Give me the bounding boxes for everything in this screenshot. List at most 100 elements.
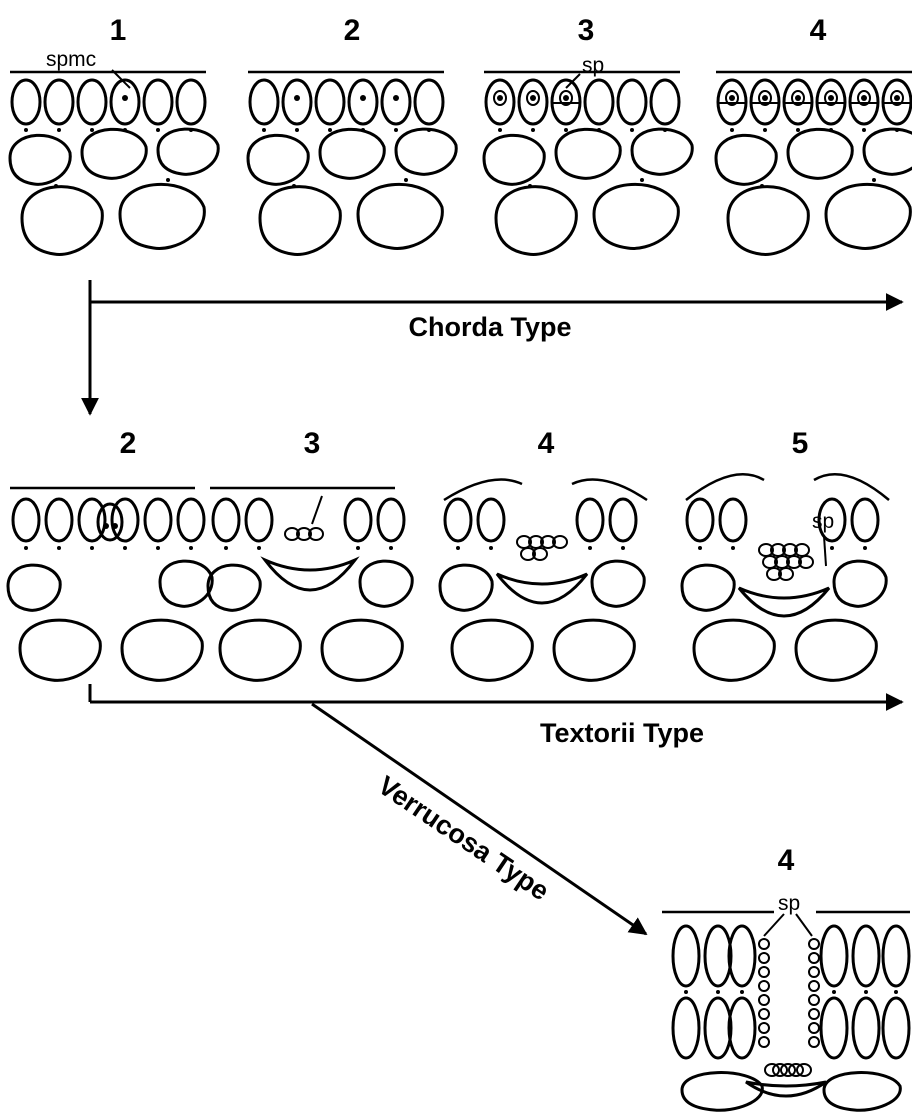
nucleus-dot bbox=[497, 95, 503, 101]
surface-line bbox=[814, 474, 889, 500]
pit-dot bbox=[262, 128, 266, 132]
cortical-cell bbox=[610, 499, 636, 541]
spore bbox=[809, 981, 819, 991]
inner-cell bbox=[834, 561, 886, 606]
pit-dot bbox=[894, 990, 898, 994]
spore bbox=[759, 1023, 769, 1033]
pit-dot bbox=[588, 546, 592, 550]
textorii-sp-label: sp bbox=[812, 510, 834, 533]
cortical-cell bbox=[246, 499, 272, 541]
spore bbox=[809, 967, 819, 977]
medullary-cell bbox=[826, 184, 910, 248]
cortical-cell bbox=[478, 499, 504, 541]
pit-dot bbox=[57, 546, 61, 550]
inner-cell bbox=[716, 135, 776, 184]
verrucosa-type-label: Verrucosa Type bbox=[373, 770, 555, 906]
chorda-panel-3 bbox=[484, 72, 692, 254]
pit-dot bbox=[796, 128, 800, 132]
cortical-cell bbox=[853, 926, 879, 986]
verrucosa-sp-pointer-left bbox=[764, 914, 784, 936]
inner-cell bbox=[158, 129, 218, 174]
cortical-cell bbox=[250, 80, 278, 124]
cortical-cell bbox=[445, 499, 471, 541]
cortical-cell bbox=[729, 998, 755, 1058]
verrucosa-sp-pointer-right bbox=[796, 914, 812, 936]
pit-dot bbox=[456, 546, 460, 550]
medullary-cell bbox=[322, 620, 402, 680]
pit-dot bbox=[862, 128, 866, 132]
cortical-cell bbox=[349, 80, 377, 124]
inner-cell bbox=[248, 135, 308, 184]
verrucosa-stage-4-number: 4 bbox=[778, 844, 795, 877]
nucleus-dot bbox=[828, 95, 834, 101]
pit-dot bbox=[684, 990, 688, 994]
chorda-panel-2 bbox=[248, 72, 456, 254]
pit-dot bbox=[498, 128, 502, 132]
pit-dot bbox=[489, 546, 493, 550]
pit-dot bbox=[224, 546, 228, 550]
chorda-spmc-label: spmc bbox=[46, 48, 96, 71]
textorii-panel-5 bbox=[682, 474, 889, 680]
textorii-stage-4-number: 4 bbox=[538, 427, 555, 460]
cortical-cell bbox=[687, 499, 713, 541]
surface-line bbox=[572, 480, 647, 500]
verrucosa-panel bbox=[662, 912, 910, 1110]
nucleus-dot bbox=[894, 95, 900, 101]
cortical-cell bbox=[382, 80, 410, 124]
textorii-type-label: Textorii Type bbox=[540, 718, 704, 748]
spore bbox=[759, 939, 769, 949]
cortical-cell bbox=[78, 80, 106, 124]
cortical-cell bbox=[705, 998, 731, 1058]
inner-cell bbox=[160, 561, 212, 606]
pit-dot bbox=[763, 128, 767, 132]
pit-dot bbox=[832, 990, 836, 994]
cortical-cell bbox=[519, 80, 547, 124]
cortical-cell bbox=[705, 926, 731, 986]
cortical-cell bbox=[111, 80, 139, 124]
medullary-cell bbox=[796, 620, 876, 680]
pit-dot bbox=[166, 178, 170, 182]
spore bbox=[759, 981, 769, 991]
nucleus-dot bbox=[762, 95, 768, 101]
pit-dot bbox=[531, 128, 535, 132]
cortical-cell bbox=[13, 499, 39, 541]
cortical-cell bbox=[651, 80, 679, 124]
spore bbox=[809, 939, 819, 949]
spore bbox=[809, 953, 819, 963]
pit-dot bbox=[389, 546, 393, 550]
pit-dot bbox=[24, 546, 28, 550]
cup-cell bbox=[746, 1082, 826, 1096]
surface-line bbox=[444, 480, 522, 500]
textorii-panel-3 bbox=[208, 488, 412, 680]
nucleus-dot bbox=[795, 95, 801, 101]
cortical-cell bbox=[415, 80, 443, 124]
cortical-cell bbox=[883, 998, 909, 1058]
pit-dot bbox=[864, 990, 868, 994]
textorii-stage-3-number: 3 bbox=[304, 427, 321, 460]
medullary-cell bbox=[122, 620, 202, 680]
pit-dot bbox=[630, 128, 634, 132]
spore bbox=[759, 1009, 769, 1019]
verrucosa-sp-label: sp bbox=[778, 892, 800, 915]
pit-dot bbox=[640, 178, 644, 182]
chorda-stage-1-number: 1 bbox=[110, 14, 127, 47]
pit-dot bbox=[564, 128, 568, 132]
pit-dot bbox=[621, 546, 625, 550]
nucleus-dot bbox=[530, 95, 536, 101]
inner-cell bbox=[484, 135, 544, 184]
medullary-cell bbox=[728, 187, 808, 255]
cortical-cell bbox=[821, 926, 847, 986]
inner-cell bbox=[360, 561, 412, 606]
cortical-cell bbox=[46, 499, 72, 541]
pit-dot bbox=[356, 546, 360, 550]
surface-line bbox=[686, 474, 764, 500]
spore bbox=[809, 995, 819, 1005]
cortical-cell bbox=[821, 998, 847, 1058]
cortical-cell bbox=[12, 80, 40, 124]
spmc-cell bbox=[98, 504, 122, 540]
cortical-cell bbox=[316, 80, 344, 124]
cortical-cell bbox=[178, 499, 204, 541]
spore bbox=[809, 1037, 819, 1047]
spore bbox=[759, 995, 769, 1005]
inner-cell bbox=[8, 565, 60, 610]
